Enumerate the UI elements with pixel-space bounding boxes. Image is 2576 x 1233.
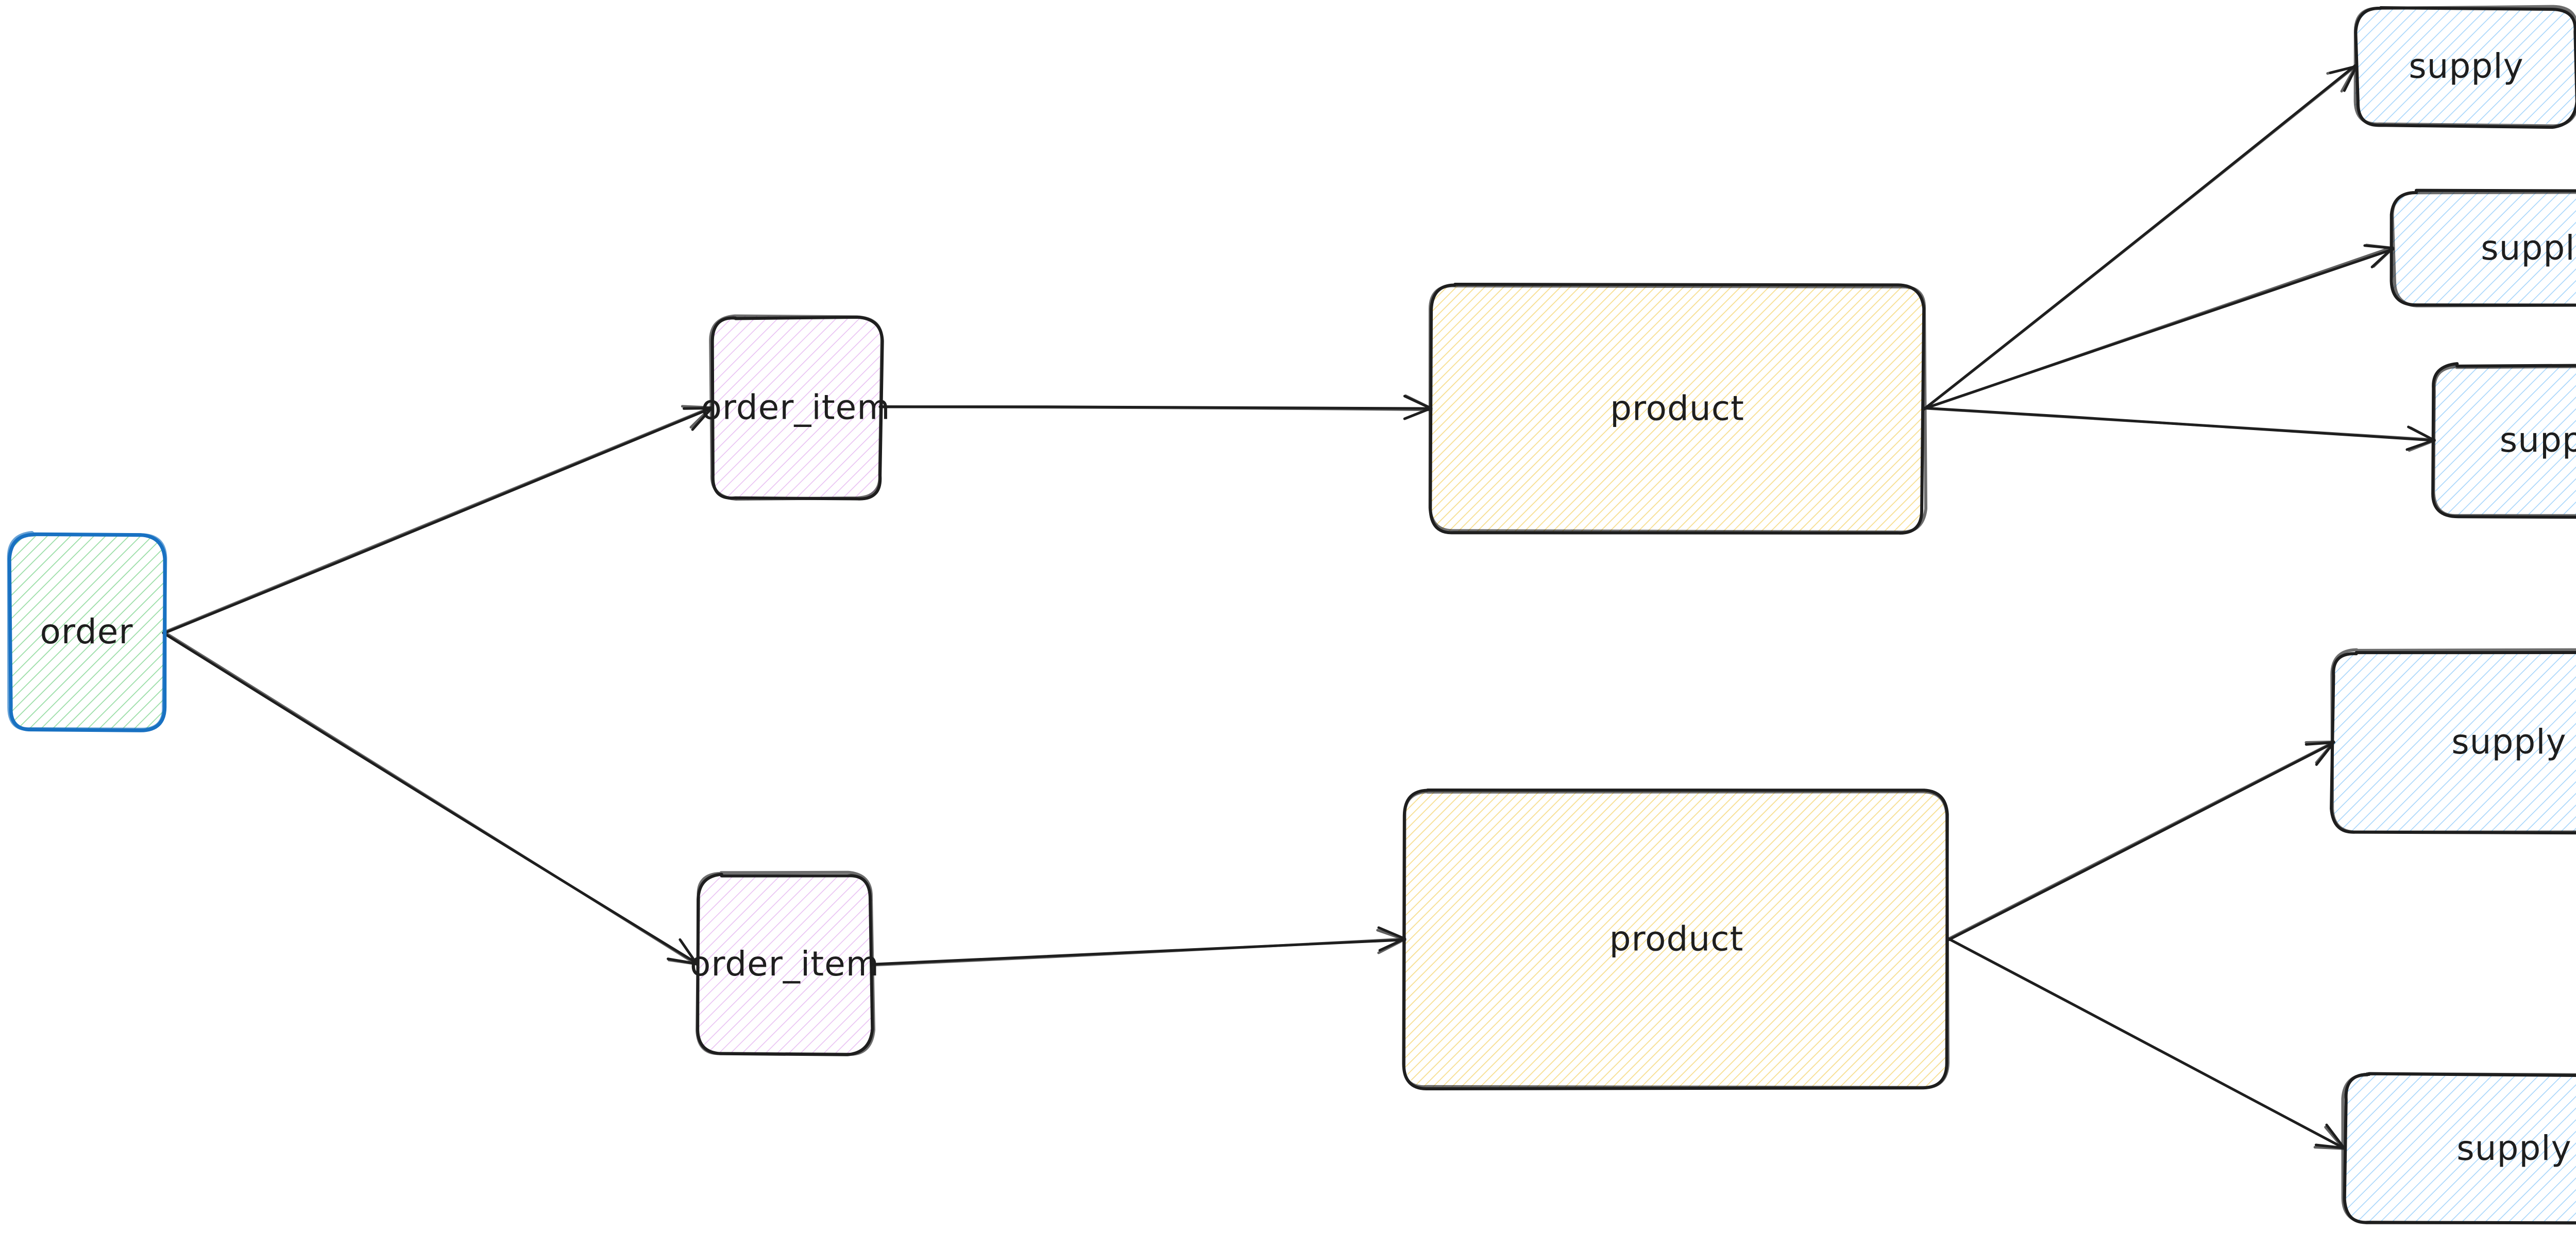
node-order_item_top[interactable]: order_item <box>701 314 890 501</box>
node-label: order <box>40 612 133 652</box>
node-order[interactable]: order <box>7 531 167 732</box>
edge-line <box>1946 741 2335 940</box>
node-outline <box>2353 5 2576 128</box>
node-outline <box>7 531 167 731</box>
node-label: supply <box>2409 46 2523 86</box>
node-outline <box>2330 648 2576 834</box>
node-outline <box>2341 1072 2576 1225</box>
edge-order-to-order_item_bottom[interactable] <box>162 630 699 966</box>
edge-order_item_bottom-to-product_bottom[interactable] <box>871 926 1406 967</box>
edge-product_top-to-supply_2[interactable] <box>1922 244 2395 410</box>
node-fill <box>2434 365 2576 515</box>
node-label: product <box>1609 919 1744 959</box>
edge-product_bottom-to-supply_4[interactable] <box>1946 740 2335 941</box>
edge-product_top-to-supply_1[interactable] <box>1922 64 2358 411</box>
node-outline <box>1428 284 1927 534</box>
node-outline <box>696 870 875 1056</box>
edge-product_top-to-supply_3[interactable] <box>1922 406 2436 452</box>
edge-line <box>1922 407 2436 441</box>
node-outline <box>2391 191 2576 307</box>
node-fill <box>697 875 872 1055</box>
node-label: supply <box>2500 420 2576 460</box>
node-label: supply <box>2456 1128 2571 1168</box>
node-outline <box>1402 790 1950 1089</box>
edge-line <box>162 630 699 966</box>
node-label: supply <box>2451 722 2566 762</box>
nodes-layer: orderorder_itemorder_itemproductproducts… <box>7 5 2576 1225</box>
node-label: order_item <box>690 944 879 984</box>
node-product_bottom[interactable]: product <box>1402 789 1950 1091</box>
edge-product_bottom-to-supply_5[interactable] <box>1946 937 2346 1150</box>
node-fill <box>1430 285 1924 532</box>
edge-line <box>1946 937 2346 1150</box>
node-fill <box>2392 192 2576 305</box>
node-outline <box>709 314 884 501</box>
node-fill <box>2355 8 2576 125</box>
node-fill <box>1405 792 1948 1087</box>
node-label: product <box>1610 389 1744 429</box>
edge-order_item_top-to-product_top[interactable] <box>878 394 1433 420</box>
node-supply_5[interactable]: supply <box>2341 1072 2576 1225</box>
node-order_item_bottom[interactable]: order_item <box>690 870 879 1056</box>
node-fill <box>2344 1073 2576 1223</box>
node-supply_4[interactable]: supply <box>2330 648 2576 835</box>
node-supply_3[interactable]: supply <box>2431 362 2576 519</box>
edge-line <box>1922 246 2394 410</box>
node-label: supply <box>2481 228 2576 268</box>
edge-line <box>1922 64 2357 411</box>
edge-order-to-order_item_top[interactable] <box>162 405 713 635</box>
edges-layer <box>162 64 2436 1150</box>
node-fill <box>712 315 880 501</box>
node-supply_2[interactable]: supply <box>2389 189 2576 307</box>
edge-line <box>871 937 1406 967</box>
node-fill <box>9 534 164 730</box>
edge-line <box>878 405 1433 412</box>
node-label: order_item <box>701 388 890 427</box>
node-outline <box>2432 365 2576 518</box>
node-supply_1[interactable]: supply <box>2353 5 2576 129</box>
node-fill <box>2333 651 2576 833</box>
edge-line <box>162 406 713 634</box>
node-product_top[interactable]: product <box>1428 283 1927 535</box>
